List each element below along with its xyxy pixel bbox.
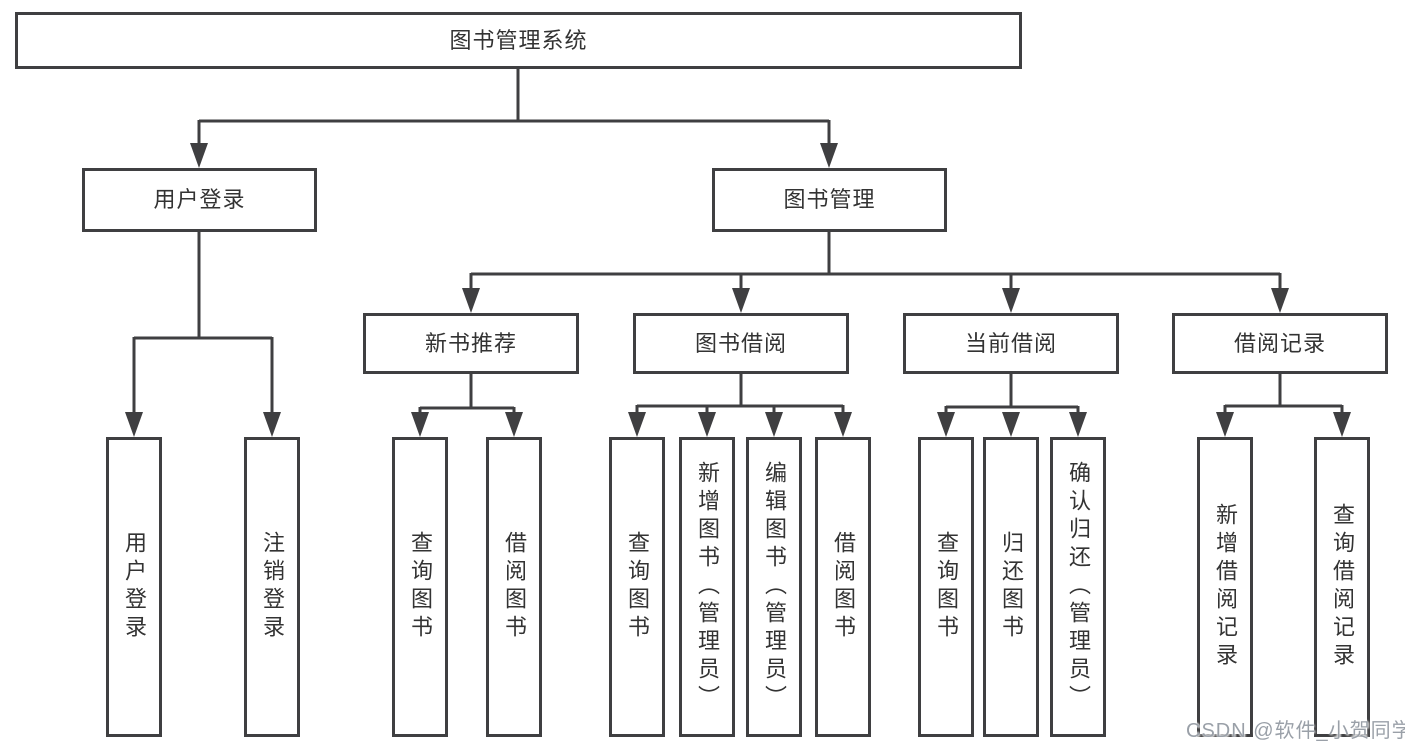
leaf-query-borrow-record-label: 查询借阅记录 bbox=[1330, 503, 1355, 671]
leaf-return-books-label: 归还图书 bbox=[999, 531, 1024, 643]
node-user-login: 用户登录 bbox=[82, 168, 317, 232]
node-root-label: 图书管理系统 bbox=[449, 27, 588, 53]
node-book-management: 图书管理 bbox=[712, 168, 947, 232]
node-book-borrow-label: 图书借阅 bbox=[694, 330, 787, 356]
leaf-user-login: 用户登录 bbox=[106, 437, 162, 737]
leaf-logout: 注销登录 bbox=[244, 437, 300, 737]
leaf-add-books-admin: 新增图书（管理员） bbox=[679, 437, 735, 737]
leaf-return-books: 归还图书 bbox=[983, 437, 1039, 737]
leaf-borrow-query-books-label: 查询图书 bbox=[625, 531, 650, 643]
leaf-user-login-label: 用户登录 bbox=[122, 531, 147, 643]
leaf-borrow-books-label: 借阅图书 bbox=[831, 531, 856, 643]
leaf-edit-books-admin-label: 编辑图书（管理员） bbox=[762, 461, 787, 713]
leaf-add-books-admin-label: 新增图书（管理员） bbox=[695, 461, 720, 713]
leaf-add-borrow-record: 新增借阅记录 bbox=[1197, 437, 1253, 737]
leaf-borrow-books: 借阅图书 bbox=[815, 437, 871, 737]
leaf-recommend-query-books: 查询图书 bbox=[392, 437, 448, 737]
watermark-text: CSDN @软件_小贺同学 bbox=[1186, 720, 1405, 742]
leaf-confirm-return-admin-label: 确认归还（管理员） bbox=[1066, 461, 1091, 713]
leaf-logout-label: 注销登录 bbox=[260, 531, 285, 643]
node-user-login-label: 用户登录 bbox=[153, 187, 246, 212]
node-root: 图书管理系统 bbox=[15, 12, 1022, 69]
node-current-borrow-label: 当前借阅 bbox=[964, 330, 1057, 356]
leaf-borrow-query-books: 查询图书 bbox=[609, 437, 665, 737]
node-borrow-records-label: 借阅记录 bbox=[1233, 330, 1326, 356]
node-book-management-label: 图书管理 bbox=[783, 187, 876, 212]
leaf-edit-books-admin: 编辑图书（管理员） bbox=[746, 437, 802, 737]
leaf-add-borrow-record-label: 新增借阅记录 bbox=[1213, 503, 1238, 671]
leaf-query-borrow-record: 查询借阅记录 bbox=[1314, 437, 1370, 737]
node-current-borrow: 当前借阅 bbox=[903, 313, 1119, 374]
node-new-book-recommend: 新书推荐 bbox=[363, 313, 579, 374]
node-book-borrow: 图书借阅 bbox=[633, 313, 849, 374]
leaf-current-query-books: 查询图书 bbox=[918, 437, 974, 737]
leaf-recommend-borrow-books-label: 借阅图书 bbox=[502, 531, 527, 643]
leaf-recommend-query-books-label: 查询图书 bbox=[408, 531, 433, 643]
leaf-confirm-return-admin: 确认归还（管理员） bbox=[1050, 437, 1106, 737]
node-new-book-recommend-label: 新书推荐 bbox=[424, 330, 517, 356]
node-borrow-records: 借阅记录 bbox=[1172, 313, 1388, 374]
leaf-current-query-books-label: 查询图书 bbox=[934, 531, 959, 643]
leaf-recommend-borrow-books: 借阅图书 bbox=[486, 437, 542, 737]
